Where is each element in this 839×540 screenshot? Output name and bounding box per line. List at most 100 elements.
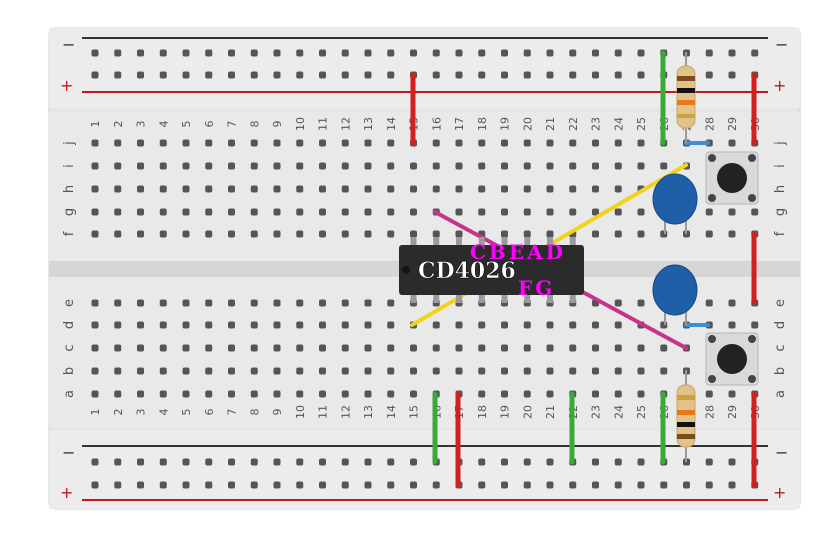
hole-e2 [114, 299, 122, 307]
column-label-top-25: 25 [635, 117, 648, 131]
rail-hole-top-plus [91, 71, 99, 79]
row-label-left-g: g [62, 208, 77, 216]
column-label-top-1: 1 [89, 121, 102, 128]
rail-hole-top-minus [478, 49, 486, 57]
segment-letters-top: CBEAD [470, 240, 566, 264]
column-label-bottom-8: 8 [248, 409, 261, 416]
column-label-bottom-20: 20 [521, 405, 534, 419]
column-label-top-12: 12 [339, 117, 352, 131]
hole-e9 [273, 299, 281, 307]
column-label-top-11: 11 [317, 117, 330, 131]
hole-i22 [569, 162, 577, 170]
rail-hole-top-minus [705, 49, 713, 57]
hole-b8 [250, 367, 258, 375]
row-label-right-f: f [773, 231, 788, 236]
rail-label-minus-bottom-right: − [775, 443, 788, 462]
hole-d14 [387, 321, 395, 329]
hole-e3 [137, 299, 144, 307]
hole-a1 [91, 390, 99, 398]
rail-hole-top-minus [250, 49, 258, 57]
hole-g19 [501, 208, 508, 216]
row-label-left-j: j [62, 141, 77, 146]
hole-a21 [546, 390, 554, 398]
hole-j9 [273, 139, 281, 147]
hole-a19 [501, 390, 508, 398]
hole-f10 [296, 230, 304, 238]
row-label-left-f: f [62, 231, 77, 236]
hole-j7 [228, 139, 235, 147]
rail-hole-top-minus [546, 49, 554, 57]
hole-e29 [728, 299, 736, 307]
column-label-bottom-1: 1 [89, 409, 102, 416]
rail-hole-top-minus [91, 49, 99, 57]
rail-hole-bottom-plus [341, 481, 349, 489]
rail-hole-bottom-plus [137, 481, 144, 489]
hole-e24 [614, 299, 622, 307]
hole-a13 [364, 390, 372, 398]
rail-hole-bottom-plus [91, 481, 99, 489]
hole-j21 [546, 139, 554, 147]
hole-j5 [182, 139, 190, 147]
hole-c19 [501, 344, 508, 352]
column-label-bottom-9: 9 [271, 409, 284, 416]
hole-j8 [250, 139, 258, 147]
rail-hole-bottom-plus [387, 481, 395, 489]
hole-d18 [478, 321, 486, 329]
row-label-right-g: g [773, 208, 788, 216]
ic-chip: CD4026 CBEAD FG [399, 237, 584, 303]
rail-hole-bottom-minus [91, 458, 99, 466]
hole-h17 [455, 185, 463, 193]
ic-pin [478, 293, 485, 303]
bottom-power-rail [49, 430, 800, 509]
column-label-bottom-14: 14 [385, 405, 398, 419]
column-label-bottom-18: 18 [476, 405, 489, 419]
ic-pin [547, 293, 553, 303]
column-label-top-24: 24 [612, 117, 625, 131]
hole-a7 [228, 390, 235, 398]
rail-hole-top-minus [341, 49, 349, 57]
hole-c13 [364, 344, 372, 352]
hole-a18 [478, 390, 486, 398]
rail-hole-top-minus [501, 49, 508, 57]
hole-g12 [341, 208, 349, 216]
hole-d29 [728, 321, 736, 329]
hole-g8 [250, 208, 258, 216]
rail-hole-bottom-plus [296, 481, 304, 489]
hole-b1 [91, 367, 99, 375]
hole-d23 [592, 321, 599, 329]
column-label-bottom-4: 4 [157, 409, 170, 416]
row-label-left-d: d [62, 321, 77, 329]
hole-d17 [455, 321, 463, 329]
rail-hole-bottom-minus [114, 458, 122, 466]
rail-hole-bottom-minus [523, 458, 531, 466]
rail-hole-top-minus [751, 49, 759, 57]
ic-chip-pins [410, 237, 576, 303]
column-label-bottom-12: 12 [339, 405, 352, 419]
hole-g25 [637, 208, 645, 216]
resistor-top [676, 52, 696, 143]
hole-h16 [432, 185, 440, 193]
hole-f7 [228, 230, 235, 238]
row-label-left-e: e [62, 299, 77, 307]
column-label-bottom-24: 24 [612, 405, 625, 419]
hole-a4 [159, 390, 167, 398]
ic-pin [524, 293, 531, 303]
hole-d11 [319, 321, 326, 329]
hole-i10 [296, 162, 304, 170]
rail-hole-bottom-minus [501, 458, 508, 466]
hole-i3 [137, 162, 144, 170]
column-label-bottom-28: 28 [703, 405, 716, 419]
rail-hole-top-minus [182, 49, 190, 57]
hole-g22 [569, 208, 577, 216]
hole-i24 [614, 162, 622, 170]
rail-label-plus-bottom-left: + [60, 483, 73, 502]
hole-c22 [569, 344, 577, 352]
hole-b5 [182, 367, 190, 375]
rail-hole-top-plus [250, 71, 258, 79]
ic-pin [433, 237, 440, 247]
row-label-right-b: b [773, 367, 788, 375]
hole-f17 [455, 230, 463, 238]
hole-b11 [319, 367, 326, 375]
hole-b9 [273, 367, 281, 375]
hole-d21 [546, 321, 554, 329]
